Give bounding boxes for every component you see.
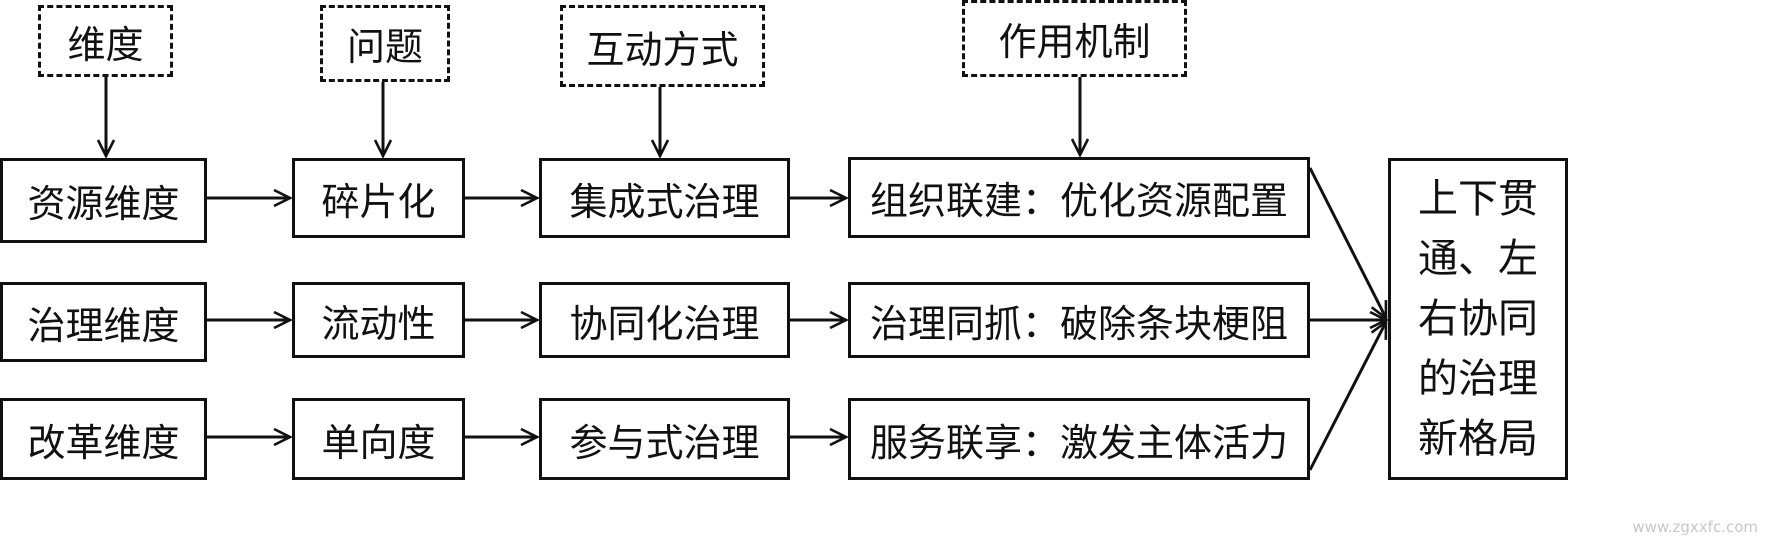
row-3-mechanism-label: 服务联享：激发主体活力 [869,420,1288,465]
header-mechanism: 作用机制 [962,0,1187,77]
row-1-mechanism-label: 组织联建：优化资源配置 [869,179,1288,223]
result-line-2: 通、左 [1418,236,1538,282]
row-3-dimension: 改革维度 [0,398,207,480]
header-dimension-label: 维度 [67,22,144,67]
row-1-mechanism: 组织联建：优化资源配置 [848,157,1310,238]
row-3-dimension-label: 改革维度 [27,420,180,465]
row-2-interaction-label: 协同化治理 [569,301,760,346]
row-2-dimension: 治理维度 [0,282,207,362]
row-1-interaction-label: 集成式治理 [569,179,760,224]
header-interaction-label: 互动方式 [586,27,739,72]
header-problem: 问题 [320,5,450,82]
result-line-1: 上下贯 [1418,176,1538,222]
header-interaction: 互动方式 [560,5,765,87]
row-3-interaction: 参与式治理 [539,398,790,480]
row-2-interaction: 协同化治理 [539,282,790,358]
row-1-dimension-label: 资源维度 [27,182,180,226]
row-1-interaction: 集成式治理 [539,158,790,238]
row-1-problem: 碎片化 [292,158,465,238]
result-line-4: 的治理 [1418,356,1538,402]
result-line-3: 右协同 [1418,296,1538,342]
arrow-converge-top [1308,167,1388,318]
row-2-mechanism-label: 治理同抓：破除条块梗阻 [869,301,1288,346]
row-2-problem: 流动性 [292,282,465,358]
row-2-problem-label: 流动性 [321,301,436,346]
row-3-mechanism: 服务联享：激发主体活力 [848,398,1310,480]
row-3-problem-label: 单向度 [321,420,436,465]
row-3-interaction-label: 参与式治理 [569,420,760,465]
row-2-mechanism: 治理同抓：破除条块梗阻 [848,282,1310,358]
row-3-problem: 单向度 [292,398,465,480]
header-mechanism-label: 作用机制 [998,20,1151,64]
header-problem-label: 问题 [346,25,423,69]
result-box: 上下贯 通、左 右协同 的治理 新格局 [1388,158,1568,480]
arrow-converge-bottom [1308,322,1388,471]
result-line-5: 新格局 [1418,416,1538,462]
row-1-problem-label: 碎片化 [321,179,436,224]
watermark: www.zgxxfc.com [1632,518,1758,536]
header-dimension: 维度 [38,5,173,77]
row-1-dimension: 资源维度 [0,158,207,243]
row-2-dimension-label: 治理维度 [27,303,180,348]
